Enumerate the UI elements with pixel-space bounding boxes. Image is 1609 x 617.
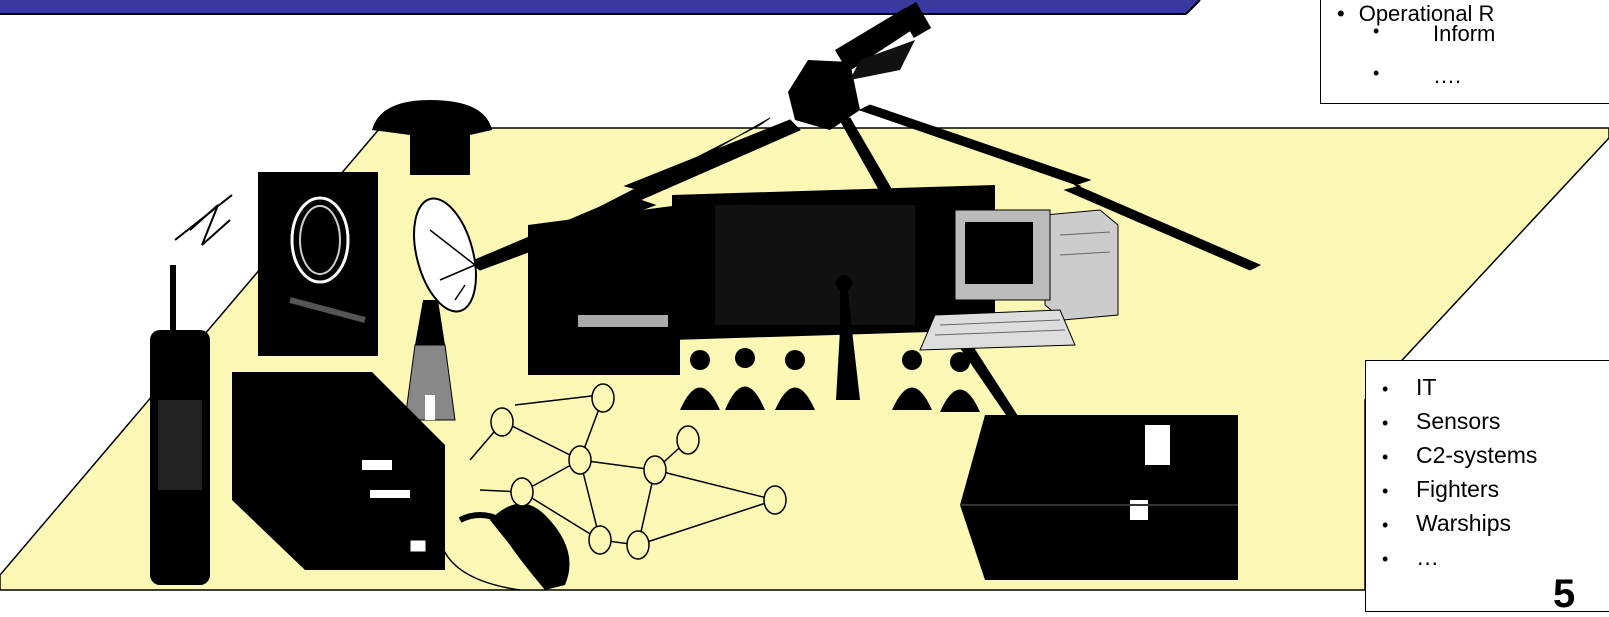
list-item: •C2-systems	[1382, 442, 1538, 468]
network-graph-icon	[469, 383, 787, 560]
top-box-line-3-text: ….	[1433, 63, 1462, 88]
list-item-text: Fighters	[1416, 476, 1500, 502]
list-item-text: Warships	[1416, 510, 1511, 536]
audience-icon	[680, 348, 980, 412]
list-item: •Fighters	[1382, 476, 1500, 502]
satellite-icon	[788, 2, 932, 130]
hangar-icon	[528, 205, 680, 375]
title-banner	[0, 0, 1201, 15]
list-item-text: …	[1416, 544, 1439, 570]
operational-text-box: •Operational R • Inform • ….	[1320, 0, 1609, 104]
systems-list: •IT •Sensors •C2-systems •Fighters •Wars…	[1366, 361, 1609, 575]
command-center-icon	[672, 185, 995, 400]
transceiver-icon	[232, 372, 445, 570]
computer-workstation-icon	[919, 209, 1119, 351]
list-item: •Sensors	[1382, 408, 1501, 434]
dish-antenna-icon	[404, 197, 477, 421]
list-item: •IT	[1382, 374, 1437, 400]
list-item: •…	[1382, 544, 1439, 570]
list-item-text: IT	[1416, 374, 1437, 400]
top-box-line-1: •Operational R	[1337, 1, 1495, 26]
top-box-line-3: • ….	[1373, 63, 1462, 89]
handset-icon	[439, 503, 570, 591]
top-box-line-2-text: Inform	[1433, 21, 1496, 46]
list-item: •Warships	[1382, 510, 1511, 536]
top-box-line-1-text: Operational R	[1358, 1, 1495, 26]
telephone-icon	[372, 100, 492, 175]
radio-icon	[150, 194, 233, 585]
list-item-text: C2-systems	[1416, 442, 1538, 468]
top-box-bullet-3: •	[1373, 63, 1380, 83]
systems-list-box: •IT •Sensors •C2-systems •Fighters •Wars…	[1365, 360, 1609, 612]
radar-screen-icon	[258, 172, 378, 356]
corner-letter: 5	[1553, 572, 1576, 616]
list-item-text: Sensors	[1416, 408, 1501, 434]
top-box-bullet-2: •	[1373, 21, 1380, 41]
control-console-icon	[960, 415, 1238, 580]
top-box-line-2: • Inform	[1373, 21, 1496, 47]
